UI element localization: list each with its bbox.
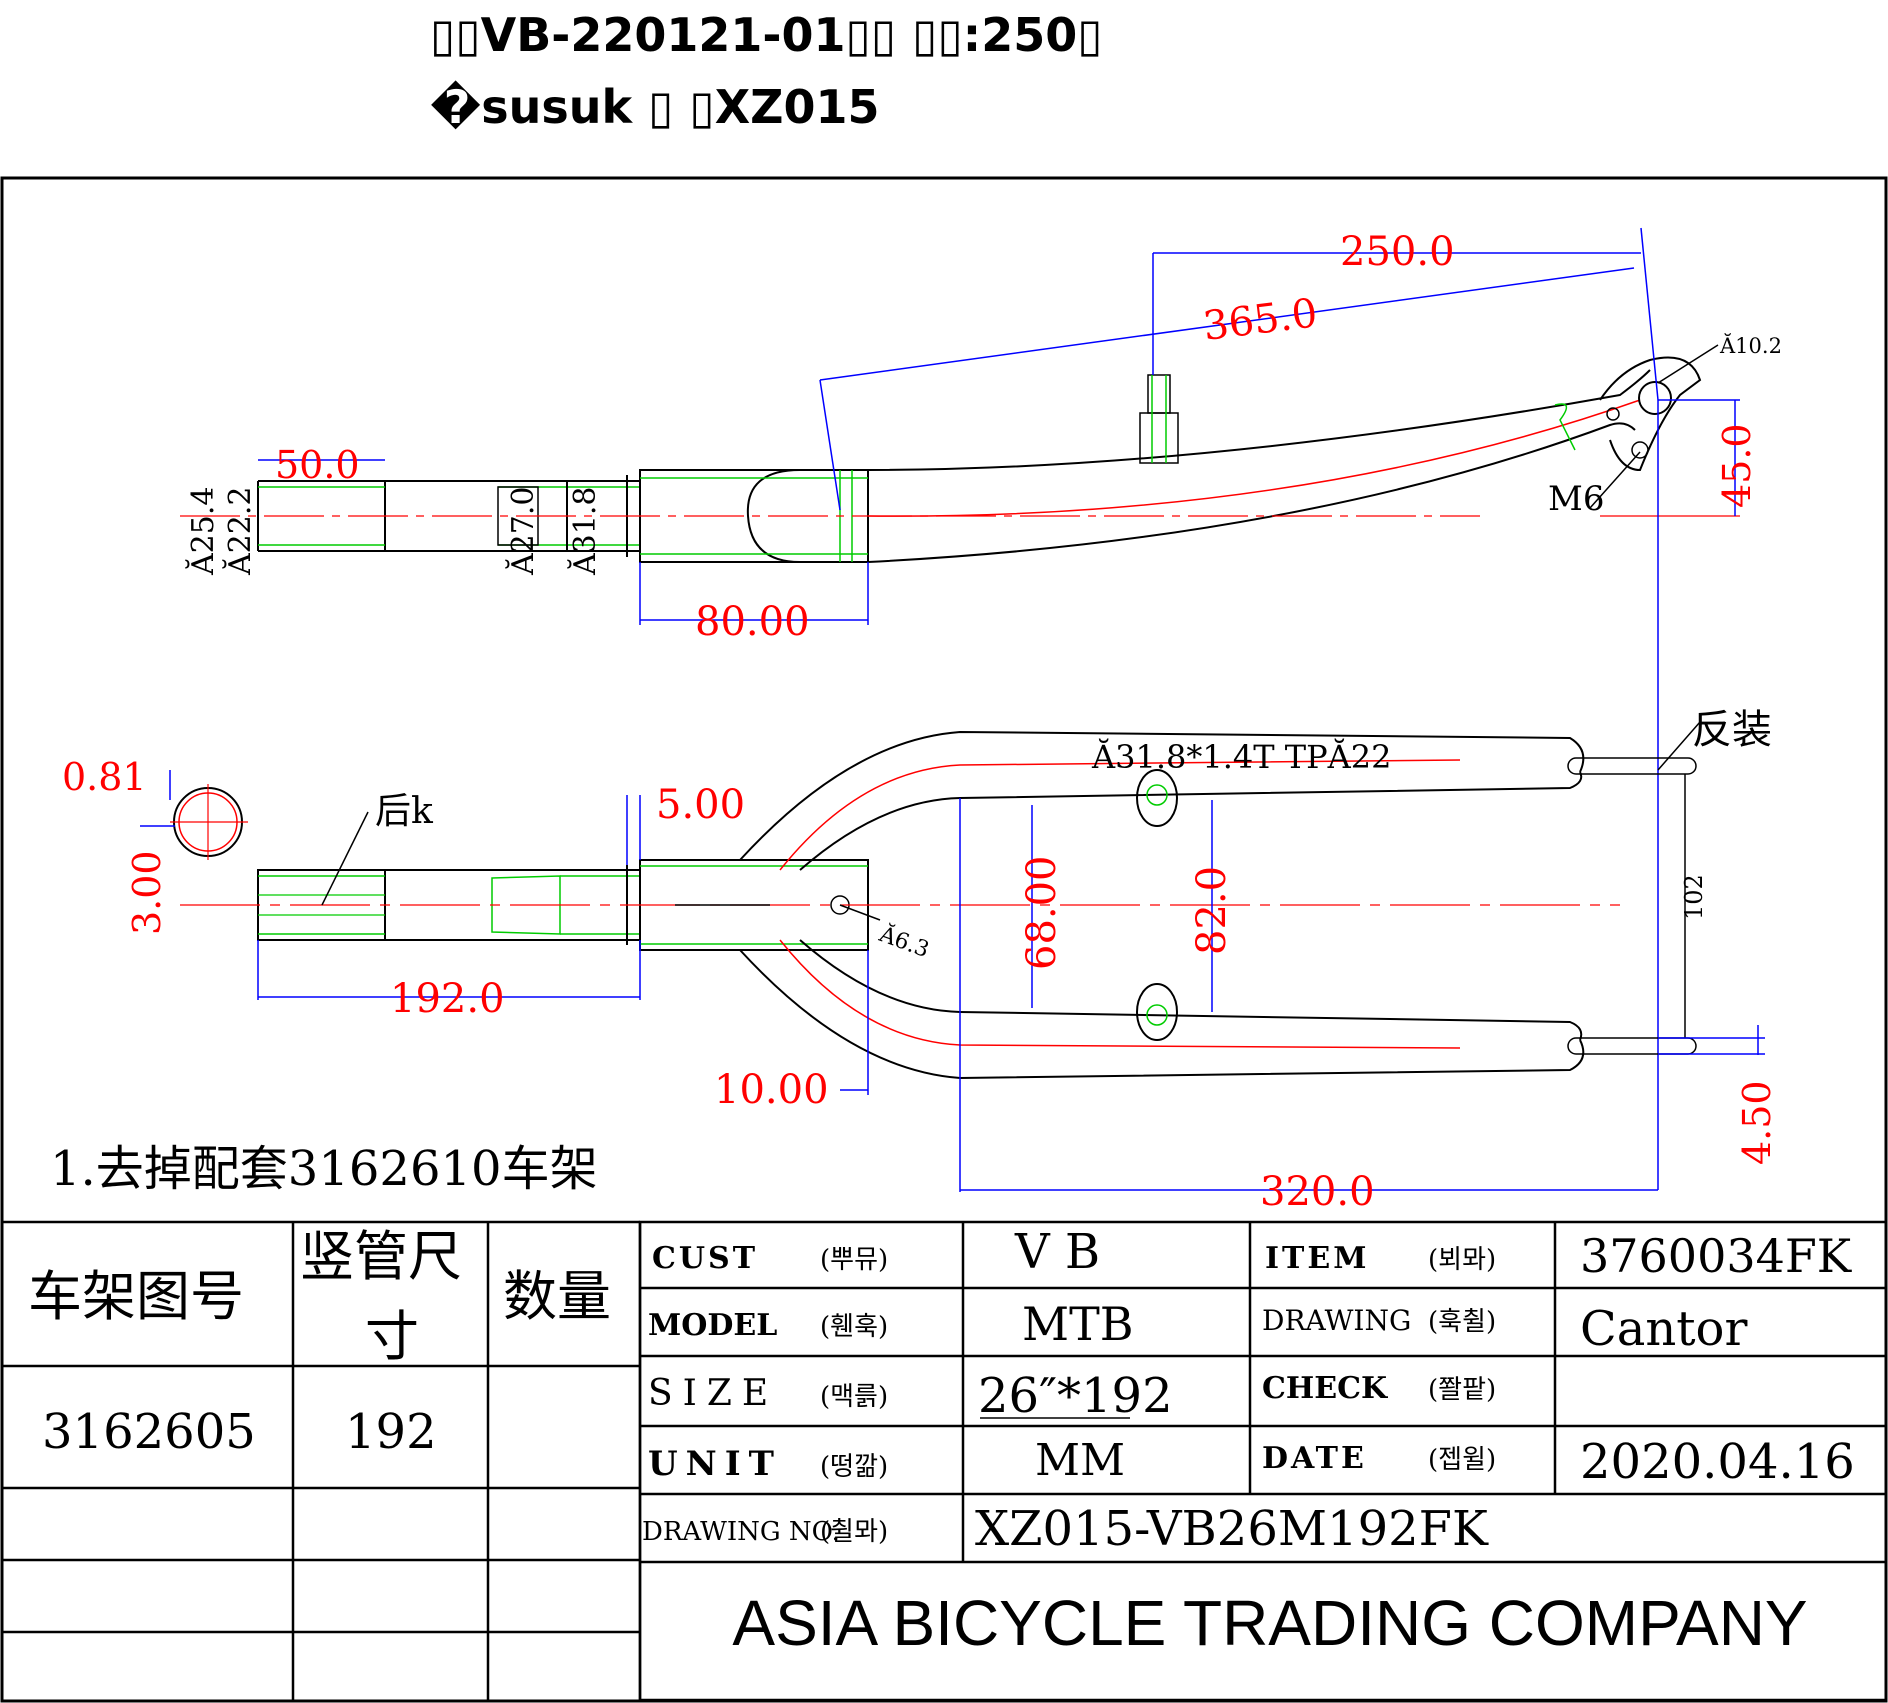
dim-192: 192.0 bbox=[390, 976, 505, 1022]
table-cell-frame-no: 3162605 bbox=[42, 1404, 256, 1460]
company-name: ASIA BICYCLE TRADING COMPANY bbox=[732, 1587, 1807, 1659]
front-view bbox=[170, 730, 1697, 1080]
tb-cust-kr: (뿌뮤) bbox=[820, 1245, 888, 1275]
dim-dia-31-8: Ă31.8 bbox=[567, 487, 603, 576]
dim-82: 82.0 bbox=[1189, 866, 1235, 955]
tb-item-kr: (뵈뫄) bbox=[1428, 1245, 1496, 1275]
side-view-dimensions bbox=[258, 227, 1740, 1190]
label-fanzhuang: 反装 bbox=[1692, 707, 1772, 753]
tb-dwgno-value: XZ015-VB26M192FK bbox=[975, 1501, 1489, 1557]
tb-unit-value: MM bbox=[1035, 1435, 1125, 1486]
front-view-dimensions bbox=[140, 721, 1765, 1192]
tb-model-label: MODEL bbox=[648, 1308, 777, 1343]
tb-model-value: MTB bbox=[1022, 1297, 1134, 1351]
dim-80: 80.00 bbox=[695, 599, 810, 645]
tb-cust-label: CUST bbox=[652, 1241, 758, 1276]
tb-item-value: 3760034FK bbox=[1580, 1229, 1853, 1283]
tb-drawing-kr: (훅췰) bbox=[1428, 1307, 1496, 1337]
dim-dia-6-3: Ă6.3 bbox=[875, 920, 933, 963]
dim-68-00: 68.00 bbox=[1019, 855, 1065, 970]
dim-250: 250.0 bbox=[1340, 229, 1455, 275]
table-header-size-2: 寸 bbox=[365, 1305, 419, 1368]
dim-45: 45.0 bbox=[1715, 423, 1759, 508]
header-line-2: �susuk ▯ ▯XZ015 bbox=[430, 80, 880, 134]
tb-date-kr: (젭윌) bbox=[1428, 1445, 1496, 1475]
table-header-size-1: 竖管尺 bbox=[300, 1225, 462, 1288]
dim-0-81: 0.81 bbox=[62, 755, 147, 799]
dim-dia-10-2: Ă10.2 bbox=[1719, 334, 1782, 358]
tb-size-kr: (맥륽) bbox=[820, 1382, 888, 1412]
tb-cust-value: V B bbox=[1014, 1224, 1100, 1280]
dim-3-00: 3.00 bbox=[125, 850, 169, 935]
tb-drawing-value: Cantor bbox=[1580, 1301, 1747, 1357]
left-table bbox=[2, 1220, 642, 1701]
tb-check-kr: (쫠팥) bbox=[1428, 1375, 1496, 1405]
tb-date-label: DATE bbox=[1262, 1441, 1367, 1476]
tb-unit-label: UNIT bbox=[648, 1444, 782, 1484]
header-line-1: ▯▯VB-220121-01▯▯ ▯▯:250▯ bbox=[430, 8, 1103, 62]
dim-dia-27: Ă27.0 bbox=[505, 487, 541, 576]
tb-drawing-label: DRAWING bbox=[1262, 1304, 1411, 1337]
dim-5-00: 5.00 bbox=[656, 782, 745, 828]
tb-size-label: SIZE bbox=[648, 1373, 778, 1414]
side-view bbox=[180, 356, 1740, 563]
dim-102: 102 bbox=[1680, 874, 1708, 920]
label-tube-spec: Ă31.8*1.4T TPĂ22 bbox=[1091, 738, 1391, 776]
label-m6: M6 bbox=[1548, 479, 1604, 519]
table-cell-size: 192 bbox=[345, 1404, 437, 1460]
tb-date-value: 2020.04.16 bbox=[1580, 1434, 1855, 1490]
tb-model-kr: (휀훅) bbox=[820, 1312, 888, 1342]
tb-check-label: CHECK bbox=[1262, 1371, 1388, 1406]
tb-unit-kr: (떵깖) bbox=[820, 1452, 888, 1482]
dim-dia-25-4: Ă25.4 bbox=[185, 487, 221, 576]
dim-10-00: 10.00 bbox=[714, 1067, 829, 1113]
table-header-frame-no: 车架图号 bbox=[28, 1265, 244, 1328]
note-text: 1.去掉配套3162610车架 bbox=[50, 1141, 598, 1197]
dim-320: 320.0 bbox=[1260, 1169, 1375, 1215]
tb-dwgno-label: DRAWING NO. bbox=[642, 1517, 840, 1547]
label-hou: 后k bbox=[375, 791, 434, 832]
tb-dwgno-kr: (췰뫄) bbox=[820, 1517, 888, 1547]
dim-dia-22-2: Ă22.2 bbox=[222, 487, 258, 576]
dim-50: 50.0 bbox=[275, 443, 360, 487]
dim-4-50: 4.50 bbox=[1735, 1080, 1779, 1165]
title-block bbox=[638, 1220, 1888, 1702]
tb-size-value: 26″*192 bbox=[978, 1368, 1173, 1424]
dim-365: 365.0 bbox=[1201, 290, 1320, 350]
tb-item-label: ITEM bbox=[1265, 1241, 1369, 1276]
table-header-qty: 数量 bbox=[503, 1265, 611, 1328]
